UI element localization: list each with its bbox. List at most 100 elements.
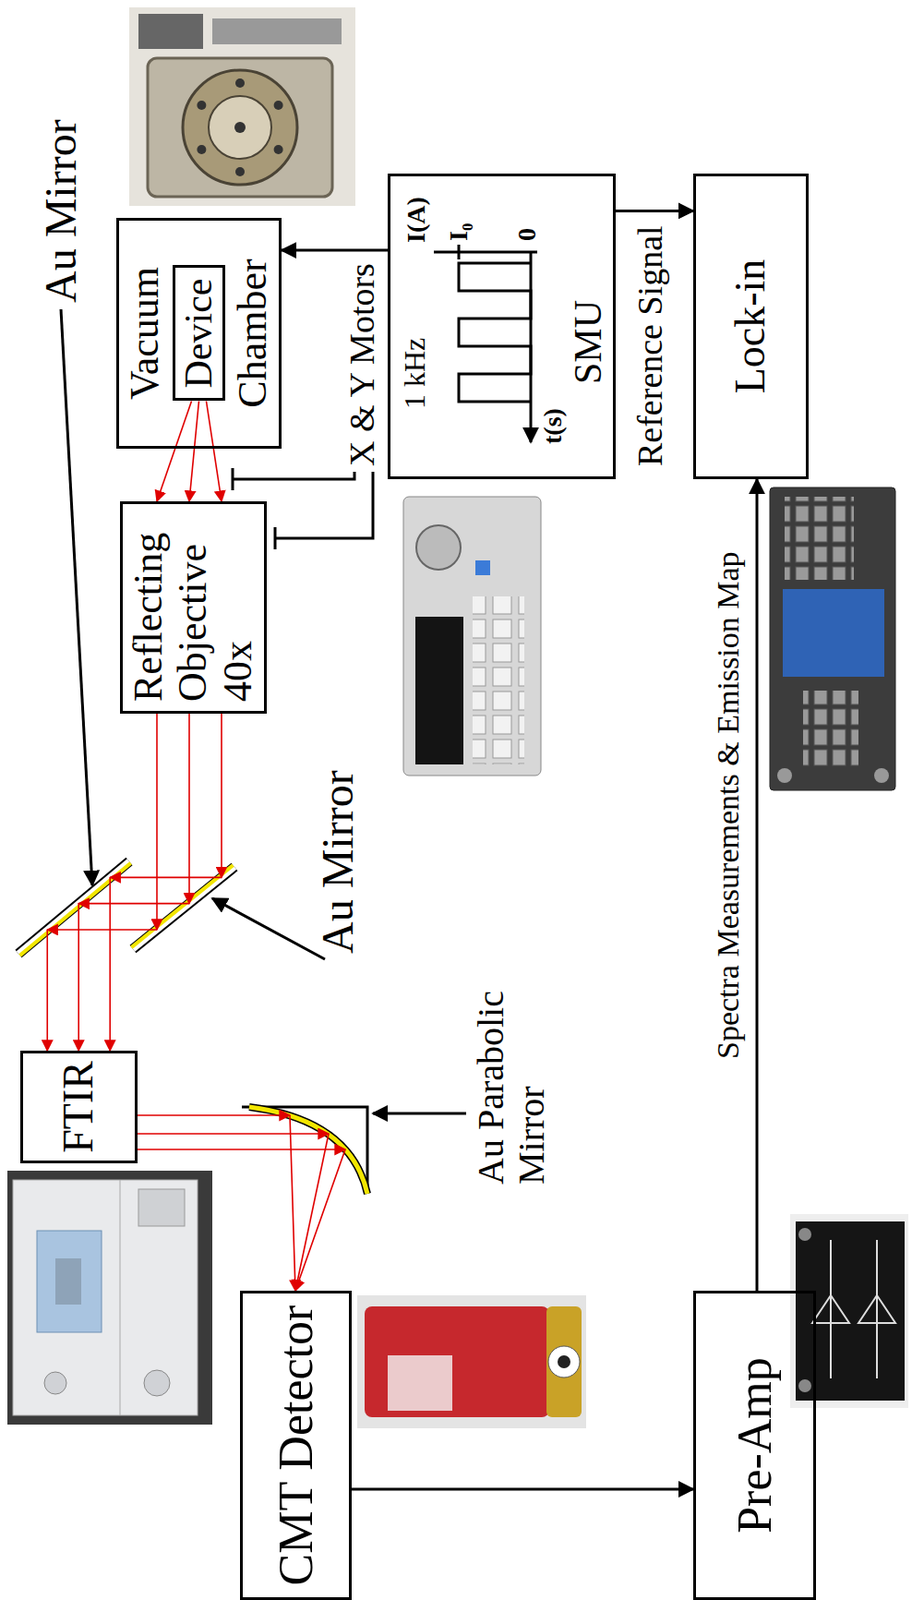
bolt (196, 100, 206, 110)
axis-label: I(A) (402, 196, 432, 243)
ray-segment (156, 713, 158, 930)
lock-in-photo (769, 487, 896, 791)
smu-knob (416, 525, 461, 570)
ftir-port (138, 1188, 185, 1226)
mirror-outline (249, 1106, 368, 1194)
ray-segment (289, 1115, 296, 1291)
bolt (274, 144, 284, 155)
ftir-body (12, 1179, 198, 1416)
dewar-sticker (387, 1355, 453, 1411)
stage-knob (138, 13, 204, 49)
dewar-body (364, 1306, 550, 1417)
smu-buttons (472, 596, 525, 765)
ftir-port (44, 1371, 67, 1394)
box-text: FTIR (55, 1060, 103, 1153)
ray-segment (46, 929, 48, 1051)
bolt (235, 78, 245, 88)
mirror-body (132, 866, 235, 949)
mirror-mount (241, 1106, 368, 1194)
photo-ground (7, 1170, 213, 1425)
preamp-schematic (812, 1239, 896, 1379)
box-text: Reflecting Objective 40x (126, 513, 261, 702)
vacuum-chamber-box: VacuumDeviceChamber (116, 217, 282, 449)
smu-body (403, 496, 541, 776)
ray-segment (220, 713, 223, 877)
signal-arrow (756, 479, 758, 1291)
signal-arrow (351, 1488, 694, 1490)
chamber-sample (234, 121, 246, 133)
parabolic-mirror (241, 1106, 368, 1194)
frequency-label: 1 kHz (398, 337, 432, 409)
box-text: Vacuum (122, 266, 168, 400)
connector-line (351, 1488, 694, 1491)
ray-segment (108, 876, 111, 1051)
connector-line (615, 209, 694, 213)
axis-tick-label: 0 (513, 228, 542, 241)
lock-in-display (782, 588, 885, 677)
box-text: Lock-in (727, 259, 775, 395)
ray-segment (137, 1148, 346, 1151)
dewar-cap (546, 1306, 582, 1417)
ray-segment (205, 401, 222, 503)
smu-led (475, 560, 491, 576)
lock-in-buttons (784, 496, 854, 580)
lock-in-buttons (803, 690, 859, 769)
leader-line (372, 1112, 467, 1116)
motors-label: X & Y Motors (343, 263, 383, 467)
gold-coating (249, 1106, 368, 1194)
ray-segment (109, 876, 222, 879)
mirror-body (18, 861, 130, 954)
connector-line (281, 249, 388, 252)
square-wave-plot (433, 244, 538, 443)
photo-ground (357, 1295, 587, 1428)
ray-segment (295, 1149, 346, 1291)
photo-ground (790, 1213, 909, 1408)
signal-arrow (281, 250, 388, 252)
leader-line (60, 309, 93, 886)
ray-segment (137, 1132, 329, 1135)
chamber-flange (182, 70, 298, 185)
mirror-label: Au Mirror (313, 769, 363, 954)
box-text: CMT Detector (269, 1305, 323, 1586)
connector (798, 1379, 812, 1392)
lock-in-box: Lock-in (693, 173, 809, 480)
detector-box: CMT Detector (240, 1290, 352, 1600)
bolt (196, 144, 206, 155)
motor-line (275, 471, 373, 550)
photo-ground (129, 7, 356, 206)
smu-display (415, 616, 464, 765)
current-axis (433, 251, 538, 254)
signal-arrow (615, 210, 694, 212)
detector-photo (357, 1295, 587, 1428)
ray-segment (77, 903, 80, 1051)
ray-segment (137, 1114, 290, 1116)
chamber-photo (129, 7, 356, 206)
box-text: Chamber (230, 258, 276, 408)
stage-rail (212, 18, 342, 45)
axis-label: t(s) (539, 408, 568, 444)
preamp-box: Pre-Amp (693, 1290, 816, 1600)
edge-label: Spectra Measurements & Emission Map (710, 549, 745, 1061)
preamp-body (795, 1221, 905, 1401)
parabolic-mirror-label: Au Parabolic Mirror (470, 972, 552, 1185)
connector (798, 1227, 812, 1241)
ray-segment (156, 401, 192, 503)
axis-tick-label: I₀ (444, 223, 474, 241)
chamber-lid (147, 58, 333, 197)
axis-tick (457, 244, 461, 260)
detector-window (548, 1345, 580, 1378)
box-text: Pre-Amp (728, 1356, 781, 1534)
light-ray (47, 713, 222, 1051)
motor-line (232, 468, 355, 491)
connector (874, 768, 889, 783)
ftir-photo (7, 1170, 213, 1425)
ray-segment (78, 902, 190, 905)
smu-photo (403, 496, 541, 776)
chamber-window (208, 96, 272, 159)
mirror-outline (132, 866, 235, 949)
ftir-seam (120, 1179, 121, 1416)
detector-element (557, 1355, 571, 1368)
ftir-box: FTIR (20, 1050, 138, 1164)
bolt (274, 100, 284, 110)
